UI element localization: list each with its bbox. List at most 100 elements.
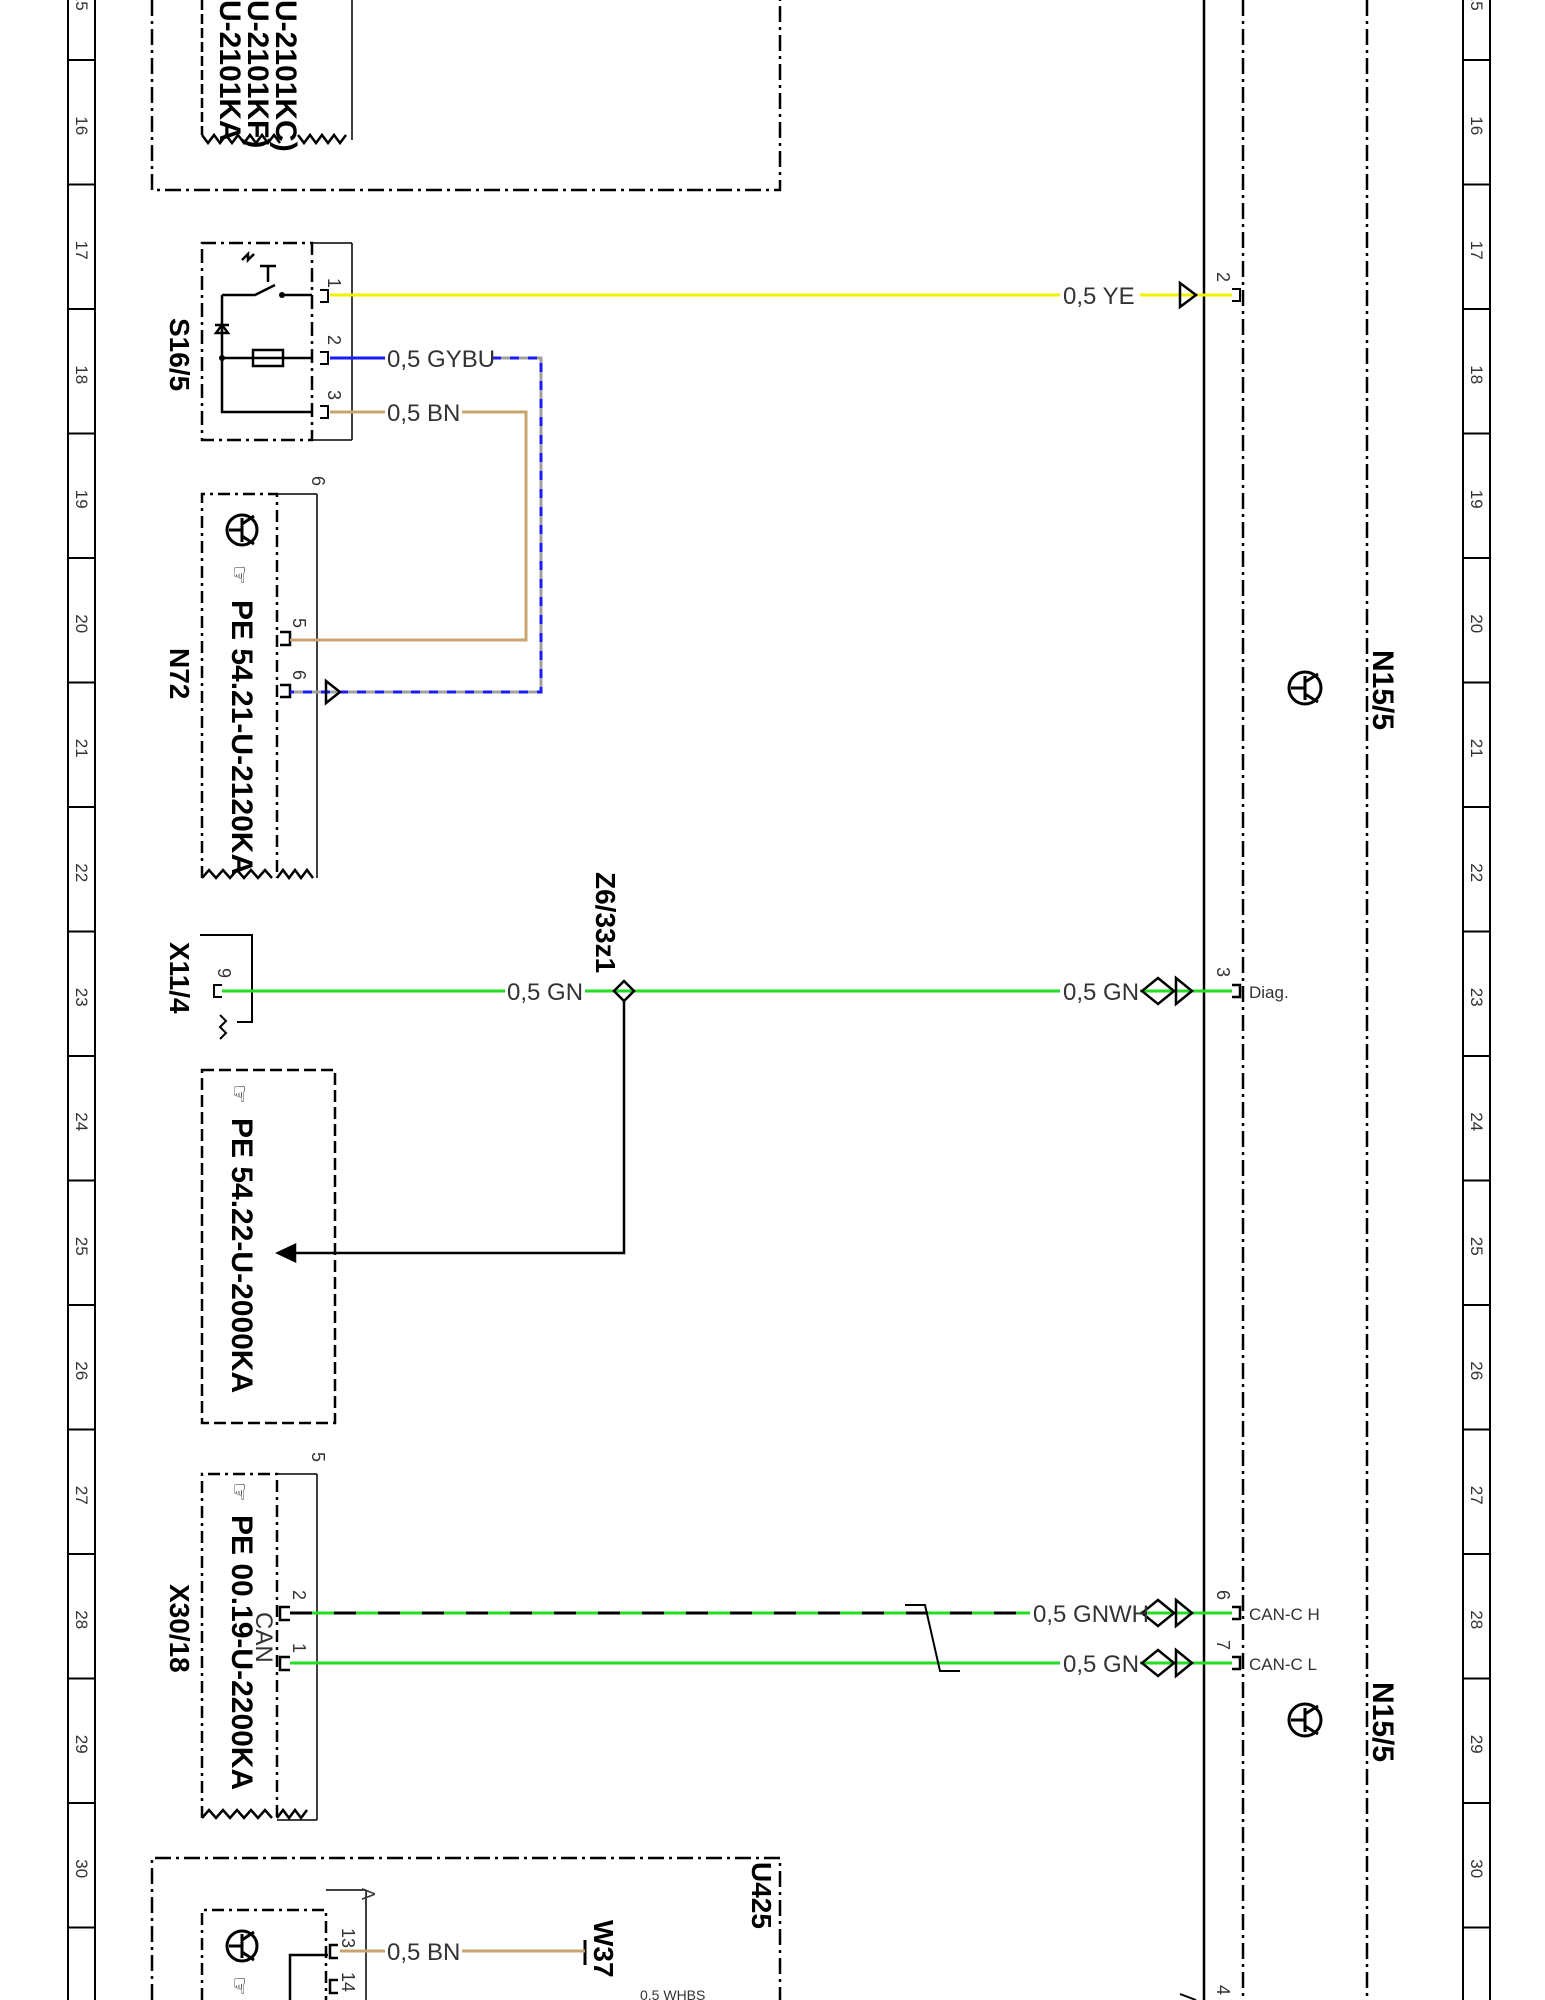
pin-label: 4 — [1213, 1985, 1233, 1995]
pin-label: 6 — [308, 476, 328, 486]
top-box-line-2: U-2101KF) — [241, 0, 274, 148]
grid-row-number: 28 — [72, 1610, 91, 1629]
grid-row-number: 27 — [72, 1486, 91, 1505]
pin-label: 1 — [324, 278, 344, 288]
wire-label-bn-bottom: 0,5 BN — [387, 1939, 460, 1966]
transistor-icon — [225, 1929, 259, 1963]
grid-ticks — [68, 59, 1490, 1929]
wire-label-gybu: 0,5 GYBU — [387, 346, 495, 373]
grid-row-number: 15 — [72, 0, 91, 11]
pin-label: 1 — [289, 1643, 309, 1653]
left-grid-rail — [67, 0, 96, 2000]
grid-row-number: 20 — [1467, 614, 1486, 633]
grid-row-number: 28 — [1467, 1610, 1486, 1629]
n15-5-unit — [1202, 0, 1369, 2000]
s16-5-label: S16/5 — [164, 318, 195, 391]
grid-row-number: 30 — [72, 1859, 91, 1878]
pin-sockets — [320, 289, 329, 419]
grid-row-number: 24 — [1467, 1112, 1486, 1131]
wire-label-ye: 0,5 YE — [1063, 283, 1135, 310]
grid-row-number: 15 — [1467, 0, 1486, 11]
transistor-icon — [1287, 1702, 1323, 1738]
wire-bn — [290, 410, 528, 642]
grid-row-number: 17 — [1467, 241, 1486, 260]
x11-4-label: X11/4 — [164, 942, 195, 1014]
wire-label-bn: 0,5 BN — [387, 400, 460, 427]
transistor-icon — [225, 513, 259, 547]
x30-18-label: X30/18 — [164, 1584, 195, 1673]
n72-ref: PE 54.21-U-2120KA — [225, 600, 258, 875]
n72-unit — [200, 492, 318, 881]
grid-row-number: 21 — [72, 739, 91, 758]
twisted-pair-mark — [905, 1604, 960, 1672]
top-component-box — [150, 0, 782, 192]
grid-row-number: 30 — [1467, 1859, 1486, 1878]
grid-row-number: 21 — [1467, 739, 1486, 758]
grid-row-number: 26 — [72, 1361, 91, 1380]
transistor-icon — [1287, 670, 1323, 706]
wire-label-gn-left: 0,5 GN — [507, 979, 583, 1006]
junction-dot — [219, 355, 225, 361]
w37-label: W37 — [588, 1920, 619, 1978]
n15-5-label-upper: N15/5 — [1366, 650, 1399, 730]
right-grid-rail — [1462, 0, 1491, 2000]
wire-gybu — [290, 356, 543, 706]
top-box-line-1: U-2101KA — [213, 0, 246, 142]
grid-row-number: 26 — [1467, 1361, 1486, 1380]
grid-row-number: 16 — [72, 116, 91, 135]
pin-label: 2 — [1213, 272, 1233, 282]
s16-5-switch — [200, 241, 353, 442]
u425-unit — [150, 1856, 782, 2000]
grid-row-number: 23 — [72, 988, 91, 1007]
pin-label: 3 — [1213, 967, 1233, 977]
wire-label-partial: 0,5 WHBS — [640, 1987, 705, 2000]
pin-label: 2 — [289, 1590, 309, 1600]
grid-row-number: 19 — [1467, 490, 1486, 509]
reference-hand-icon: ☞ — [227, 1976, 252, 1996]
x30-18-unit — [200, 1472, 318, 1821]
pin-label: 5 — [289, 618, 309, 628]
reference-hand-icon: ☞ — [227, 1084, 252, 1104]
pin-function-label: Diag. — [1249, 983, 1289, 1002]
reference-hand-icon: ☞ — [227, 565, 252, 585]
pin-label: 14 — [338, 1972, 358, 1992]
grid-row-number: 24 — [72, 1112, 91, 1131]
wire-label-gnwh: 0,5 GNWH — [1033, 1601, 1149, 1628]
can-bus-label: CAN — [250, 1612, 277, 1663]
pin-label: 13 — [338, 1928, 358, 1948]
wire-label-gn-can: 0,5 GN — [1063, 1651, 1139, 1678]
grid-row-number: 25 — [72, 1237, 91, 1256]
grid-row-number: 19 — [72, 490, 91, 509]
pin-label: 2 — [324, 335, 344, 345]
pin-label: 9 — [214, 968, 234, 978]
pe-54-22-ref: PE 54.22-U-2000KA — [225, 1118, 258, 1393]
reference-hand-icon: ☞ — [227, 1482, 252, 1502]
grid-row-number: 18 — [1467, 365, 1486, 384]
pin-function-label: CAN-C H — [1249, 1605, 1320, 1624]
x11-4-connector — [200, 934, 253, 1040]
grid-row-number: 22 — [1467, 863, 1486, 882]
grid-row-number: 18 — [72, 365, 91, 384]
pe-54-22-box — [200, 1068, 337, 1425]
grid-row-number: 29 — [1467, 1735, 1486, 1754]
grid-row-number: 20 — [72, 614, 91, 633]
pin-label: A — [358, 1888, 378, 1900]
bottom-pin-4 — [1179, 1993, 1197, 2000]
grid-row-number: 23 — [1467, 988, 1486, 1007]
grid-row-number: 17 — [72, 241, 91, 260]
grid-row-number: 29 — [72, 1735, 91, 1754]
n72-label: N72 — [164, 648, 195, 699]
s16-5-pin-labels: 1 2 3 — [324, 278, 344, 400]
splice-z6-33z1 — [275, 975, 1242, 1263]
grid-row-number: 27 — [1467, 1486, 1486, 1505]
grid-row-number: 16 — [1467, 116, 1486, 135]
u425-label: U425 — [746, 1862, 777, 1929]
pin-label: 5 — [308, 1452, 328, 1462]
pin-function-label: CAN-C L — [1249, 1655, 1317, 1674]
switch-contact-dot — [279, 292, 285, 298]
pin-label: 3 — [324, 390, 344, 400]
n15-5-label-lower: N15/5 — [1366, 1682, 1399, 1762]
z6-33z1-label: Z6/33z1 — [590, 872, 621, 973]
